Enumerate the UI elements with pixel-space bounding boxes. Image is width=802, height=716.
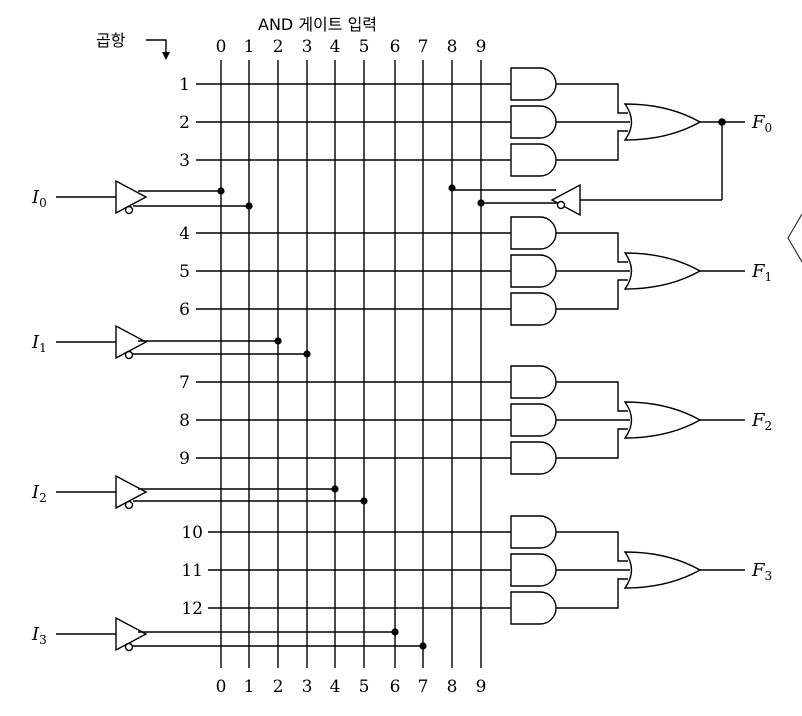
row-label: 11: [181, 561, 203, 581]
and-or-wiring-group-3: [556, 531, 630, 609]
row-label: 7: [179, 373, 190, 393]
diagram-title: AND 게이트 입력: [258, 15, 377, 34]
product-term-arrow-head: [162, 52, 170, 60]
and-gate: [510, 67, 557, 101]
and-gate: [510, 591, 557, 625]
and-gate: [510, 216, 557, 250]
connection-dot: [360, 497, 368, 505]
input-label: I0: [31, 187, 47, 210]
column-label-top: 1: [244, 37, 255, 57]
feedback-tap-dot: [718, 118, 726, 126]
and-gate: [510, 292, 557, 326]
and-gate: [510, 254, 557, 288]
input-label: I1: [31, 332, 47, 355]
column-label-bottom: 0: [216, 677, 227, 697]
connection-dot: [448, 184, 456, 192]
input-buffer-i0: [56, 179, 253, 215]
column-label-top: 3: [302, 37, 313, 57]
column-label-top: 8: [447, 37, 458, 57]
column-label-bottom: 6: [390, 677, 401, 697]
column-label-top: 5: [359, 37, 370, 57]
input-buffer-i1: [56, 324, 311, 360]
or-gate: [623, 103, 702, 141]
row-label: 1: [179, 75, 190, 95]
column-label-top: 9: [476, 37, 487, 57]
connection-dot: [274, 337, 282, 345]
column-label-bottom: 3: [302, 677, 313, 697]
product-term-arrow-line: [146, 39, 167, 56]
column-label-bottom: 9: [476, 677, 487, 697]
row-label: 5: [179, 262, 190, 282]
input-label: I3: [31, 624, 47, 647]
row-label: 9: [179, 449, 190, 469]
column-label-bottom: 1: [244, 677, 255, 697]
and-or-wiring-group-0: [556, 83, 630, 161]
connection-dot: [477, 199, 485, 207]
output-label: F3: [751, 560, 772, 583]
row-label: 2: [179, 113, 190, 133]
row-label: 3: [179, 151, 190, 171]
row-label: 6: [179, 300, 190, 320]
connection-dot: [303, 350, 311, 358]
column-label-top: 4: [330, 37, 341, 57]
and-gate: [510, 441, 557, 475]
output-label: F2: [751, 410, 772, 433]
and-gate: [510, 515, 557, 549]
chevron-left-icon[interactable]: [787, 213, 802, 263]
connection-dot: [245, 202, 253, 210]
and-or-wiring-group-1: [556, 232, 630, 310]
input-buffer-i2: [56, 474, 368, 510]
or-gate: [623, 401, 702, 439]
row-label: 4: [179, 224, 190, 244]
connection-dot: [217, 187, 225, 195]
and-gate: [510, 403, 557, 437]
output-label: F1: [751, 261, 772, 284]
column-label-top: 0: [216, 37, 227, 57]
or-gate: [623, 252, 702, 290]
and-gate: [510, 105, 557, 139]
column-label-bottom: 5: [359, 677, 370, 697]
column-label-bottom: 8: [447, 677, 458, 697]
column-label-top: 2: [273, 37, 284, 57]
and-gate: [510, 143, 557, 177]
column-label-bottom: 4: [330, 677, 341, 697]
and-or-wiring-group-2: [556, 381, 630, 459]
column-label-top: 6: [390, 37, 401, 57]
row-label: 12: [181, 599, 203, 619]
feedback-buffer: [448, 123, 723, 217]
column-label-top: 7: [418, 37, 429, 57]
row-label: 8: [179, 411, 190, 431]
column-label-bottom: 2: [273, 677, 284, 697]
product-term-label: 곱항: [96, 31, 126, 50]
connection-dot: [419, 642, 427, 650]
and-gate: [510, 365, 557, 399]
or-gate: [623, 551, 702, 589]
and-gate: [510, 553, 557, 587]
connection-dot: [331, 485, 339, 493]
input-label: I2: [31, 482, 47, 505]
output-label: F0: [751, 112, 772, 135]
connection-dot: [391, 628, 399, 636]
column-label-bottom: 7: [418, 677, 429, 697]
row-label: 10: [181, 523, 203, 543]
input-buffer-i3: [56, 616, 427, 652]
